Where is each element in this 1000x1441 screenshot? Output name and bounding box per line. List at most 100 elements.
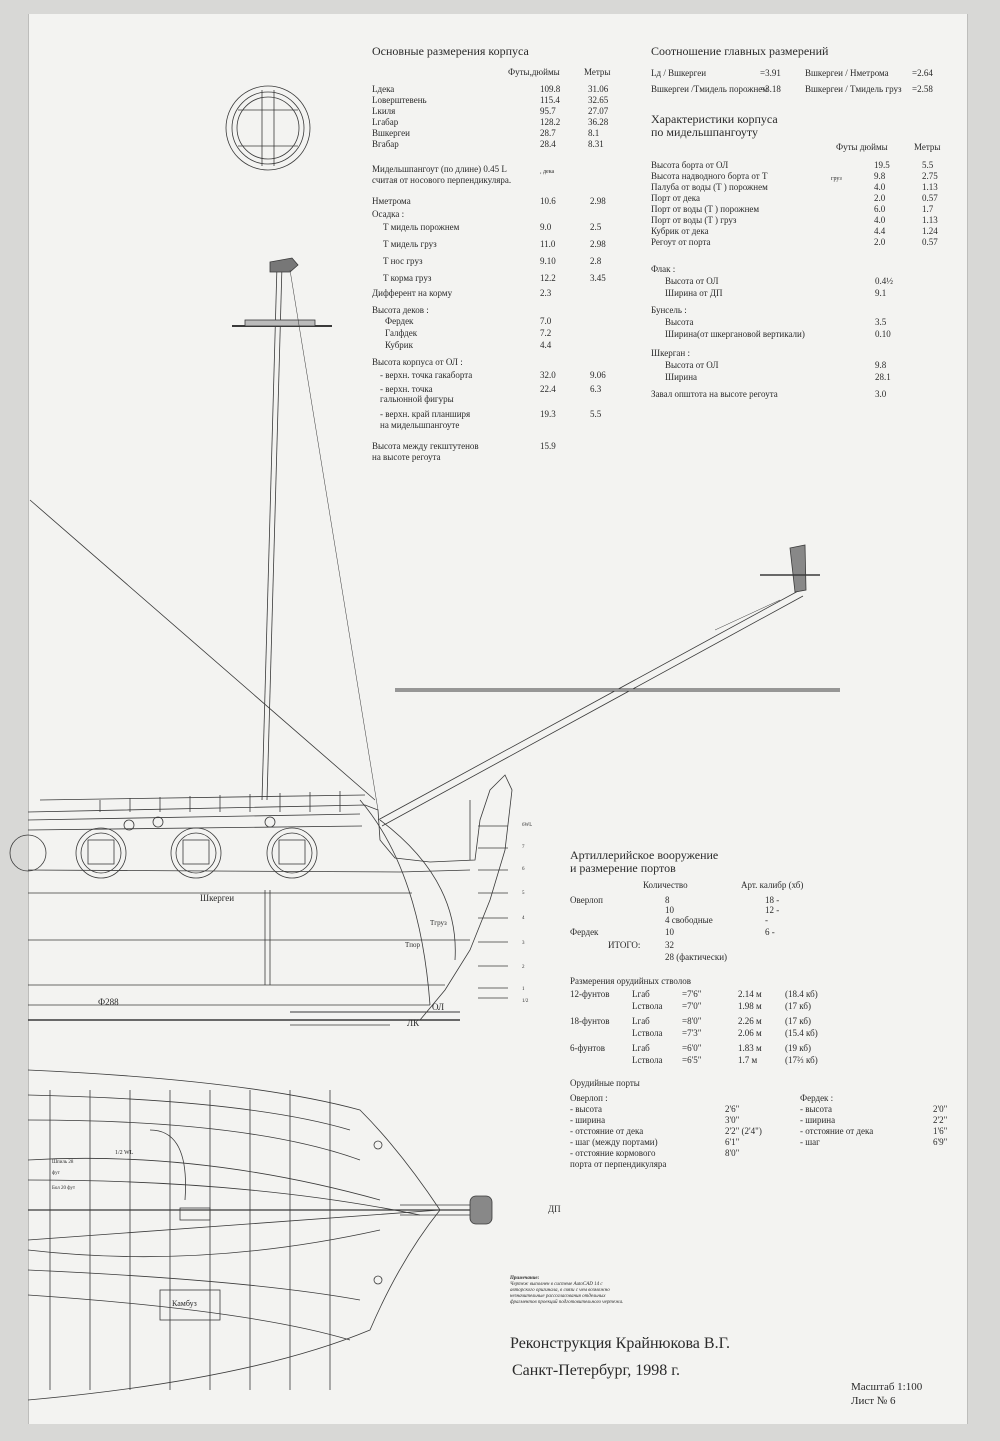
- midship-title-2: по мидельшпангоуту: [651, 125, 758, 139]
- barrel-v1: =6'0": [682, 1043, 702, 1053]
- ratio-2-left: Bшкергеи /Tмидель порожнем: [651, 84, 768, 94]
- label-half-wl: 1/2 WL: [115, 1150, 134, 1156]
- row-m: 27.07: [588, 106, 609, 116]
- shk-2-ft: 28.1: [875, 372, 891, 382]
- row-m: 36.28: [588, 117, 609, 127]
- port-label: - шаг (между портами): [570, 1137, 658, 1147]
- art-ov-c-1: 12 -: [765, 905, 780, 915]
- label-lk: ЛК: [407, 1018, 420, 1028]
- art-fd-c: 6 -: [765, 927, 775, 937]
- h-ft: 10.6: [540, 196, 556, 206]
- footer-sheet: Лист № 6: [851, 1395, 896, 1407]
- barrel-l1: Lгаб: [632, 1043, 650, 1053]
- midship-col-feet: Футы дюймы: [836, 142, 888, 152]
- mc-m: 0.57: [922, 193, 938, 203]
- mc-ft: 2.0: [874, 237, 886, 247]
- deck-ft: 7.0: [540, 316, 552, 326]
- port-value: 8'0": [725, 1148, 740, 1158]
- art-fd-q: 10: [665, 927, 674, 937]
- mc-m: 0.57: [922, 237, 938, 247]
- hull-height-1: - верхн. точка гакаборта: [380, 370, 473, 380]
- main-col-feet: Футы,дюймы: [508, 67, 560, 77]
- hull-height-2: - верхн. точка: [380, 384, 433, 394]
- mc-m: 5.5: [922, 160, 934, 170]
- row-m: 8.1: [588, 128, 600, 138]
- ratio-1-left: Lд / Bшкергеи: [651, 68, 707, 78]
- mc-ft: 2.0: [874, 193, 886, 203]
- barrel-l1: Lгаб: [632, 1016, 650, 1026]
- midship-note-sub: , дека: [540, 169, 555, 175]
- art-total-q: 32: [665, 940, 674, 950]
- row-ft: 115.4: [540, 95, 560, 105]
- flag-2-ft: 9.1: [875, 288, 887, 298]
- barrel-l2: Lствола: [632, 1001, 663, 1011]
- barrel-gun: 18-фунтов: [570, 1016, 610, 1026]
- ratio-2-rv: =2.58: [912, 84, 933, 94]
- draft-title: Осадка :: [372, 209, 405, 219]
- port-value: 1'6": [933, 1126, 948, 1136]
- wl-tick: 1/2: [522, 999, 529, 1004]
- art-ferdek: Фердек: [570, 927, 599, 937]
- barrel-m1: 2.26 м: [738, 1016, 762, 1026]
- label-shkergen: Шкергеи: [200, 893, 235, 903]
- mc-label: Порт от дека: [651, 193, 700, 203]
- ratio-1-lv: =3.91: [760, 68, 781, 78]
- barrel-m2: 1.7 м: [738, 1055, 758, 1065]
- ports-ov-title: Оверлоп :: [570, 1093, 608, 1103]
- art-ov-c-0: 18 -: [765, 895, 780, 905]
- hull-height-1-m: 9.06: [590, 370, 606, 380]
- h-label: Hметрома: [372, 196, 411, 206]
- mc-label: Порт от воды (T ) груз: [651, 215, 737, 225]
- port-label: - отстояние от дека: [570, 1126, 644, 1136]
- hull-height-title: Высота корпуса от ОЛ :: [372, 357, 463, 367]
- port-value: 2'0": [933, 1104, 948, 1114]
- mc-label: Порт от воды (T ) порожнем: [651, 204, 760, 214]
- zaval-label: Завал општота на высоте регоута: [651, 389, 778, 399]
- note-title: Примечание:: [510, 1276, 540, 1281]
- buns-title: Бунсель :: [651, 305, 687, 315]
- mc-ft: 6.0: [874, 204, 886, 214]
- mast: [29, 257, 379, 811]
- draft-label: T мидель груз: [383, 239, 437, 249]
- wl-tick: 1: [522, 987, 525, 992]
- trim-ft: 2.3: [540, 288, 552, 298]
- flag-1-ft: 0.4½: [875, 276, 893, 286]
- row-ft: 28.7: [540, 128, 556, 138]
- shk-1-label: Высота от ОЛ: [665, 360, 719, 370]
- row-label: Lкиля: [372, 106, 396, 116]
- port-label: - отстояние от дека: [800, 1126, 874, 1136]
- label-bol: Бол 20 фут: [52, 1186, 76, 1191]
- waterline-ticks: [264, 825, 508, 1026]
- row-label: Lоверштевень: [372, 95, 427, 105]
- art-col-cal: Арт. калибр (хб): [741, 880, 804, 890]
- port-value: 2'6": [725, 1104, 740, 1114]
- port-label: - ширина: [570, 1115, 606, 1125]
- ports-fd-title: Фердек :: [800, 1093, 834, 1103]
- round-top-view: [225, 85, 311, 171]
- barrel-gun: 12-фунтов: [570, 989, 610, 999]
- barrel-l2: Lствола: [632, 1028, 663, 1038]
- midship-col-m: Метры: [914, 142, 941, 152]
- barrel-v2: =7'3": [682, 1028, 702, 1038]
- mc-label: Регоут от порта: [651, 237, 711, 247]
- bowsprit: [377, 544, 840, 827]
- hull-height-2-ft: 22.4: [540, 384, 556, 394]
- row-m: 31.06: [588, 84, 609, 94]
- port-label: - ширина: [800, 1115, 836, 1125]
- mc-label: Высота надводного борта от T: [651, 171, 768, 181]
- midship-note-1: Мидельшпангоут (по длине) 0.45 L: [372, 164, 507, 174]
- footer-city: Санкт-Петербург, 1998 г.: [512, 1362, 681, 1379]
- gun-ports: [9, 816, 318, 879]
- row-label: Lдека: [372, 84, 395, 94]
- draft-ft: 12.2: [540, 273, 556, 283]
- ratio-2-right: Bшкергеи / Tмидель груз: [805, 84, 902, 94]
- deck-ft: 4.4: [540, 340, 552, 350]
- ratio-1-rv: =2.64: [912, 68, 933, 78]
- buns-2-ft: 0.10: [875, 329, 891, 339]
- ratios-title: Соотношение главных размерений: [651, 44, 829, 58]
- mc-m: 1.24: [922, 226, 938, 236]
- draft-m: 3.45: [590, 273, 606, 283]
- label-t-por: Tпор: [405, 941, 421, 949]
- port-label: - отстояние кормового: [570, 1148, 656, 1158]
